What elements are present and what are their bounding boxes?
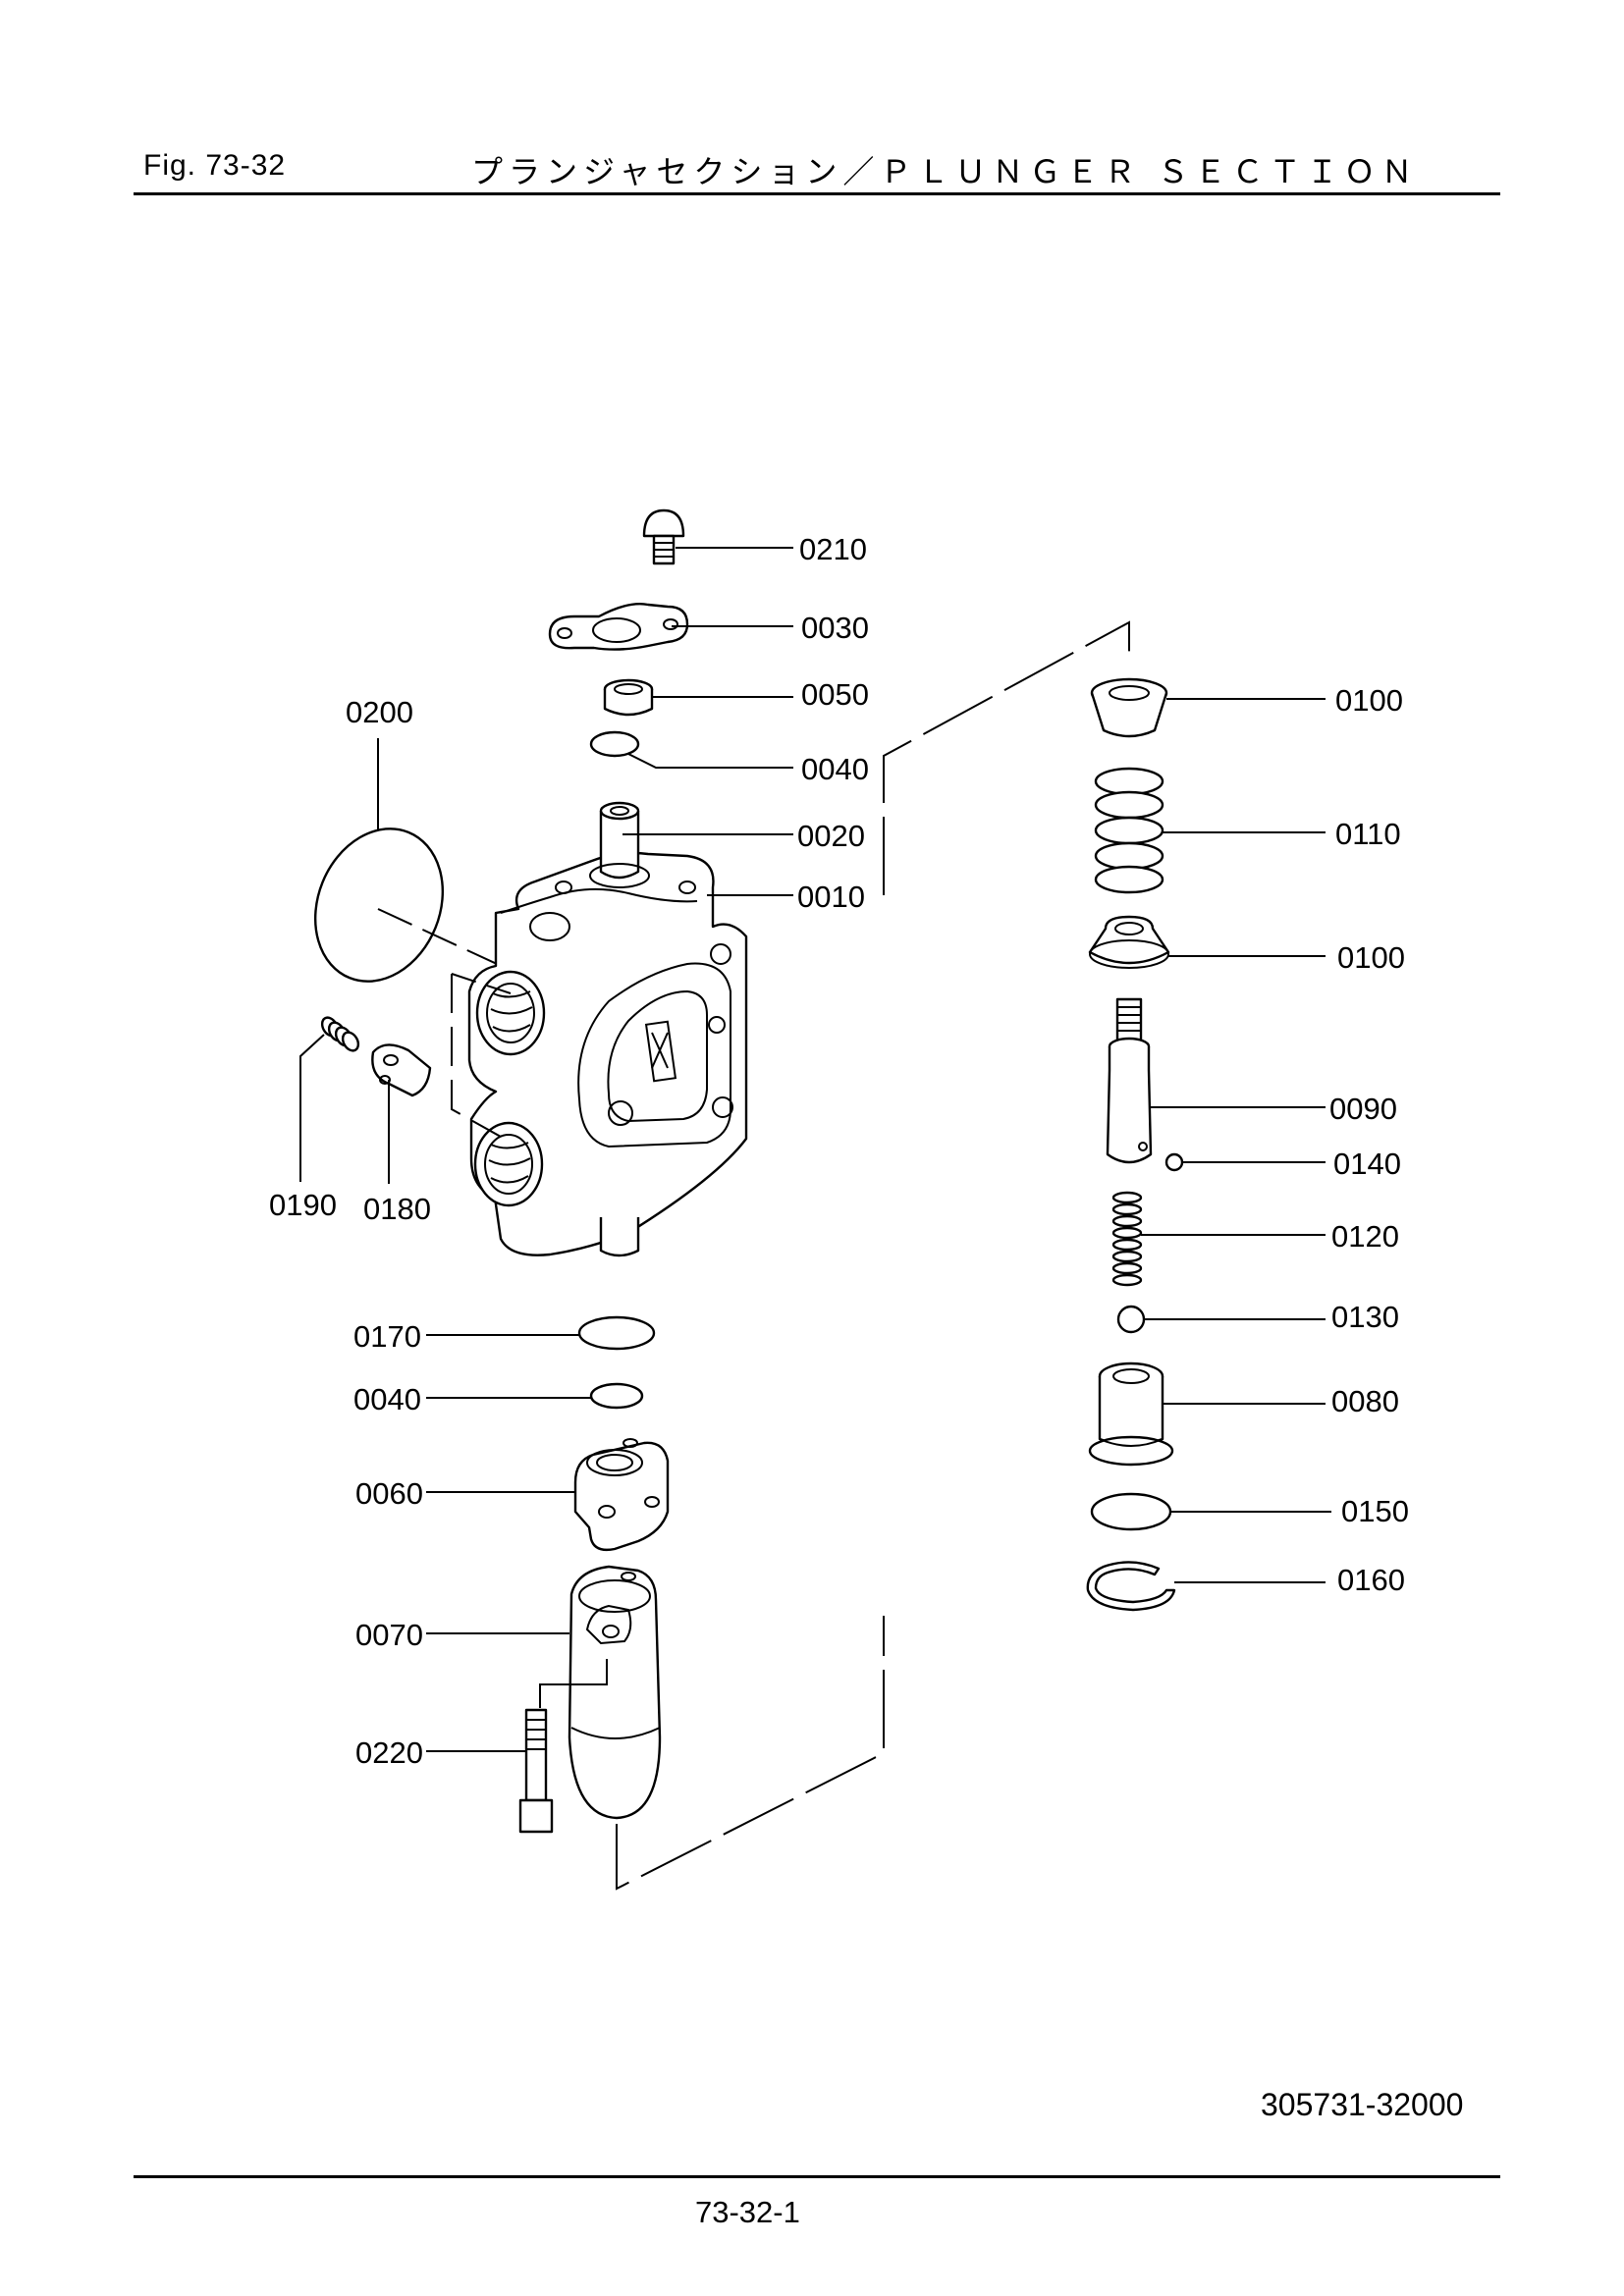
callout-0040-upper: 0040 — [801, 752, 869, 786]
callout-0130: 0130 — [1331, 1300, 1399, 1334]
callout-0040-lower: 0040 — [353, 1382, 421, 1416]
part-0160-snap-ring — [1086, 1561, 1176, 1612]
assembly-line-0220 — [539, 1659, 608, 1708]
part-0030-flange — [548, 603, 689, 651]
footer-rule — [134, 2175, 1500, 2178]
part-0140-ball — [1164, 1152, 1184, 1172]
assembly-line-0180 — [451, 974, 502, 1138]
callout-0110: 0110 — [1335, 817, 1401, 851]
part-0180-plug — [371, 1043, 432, 1097]
part-0070-housing — [568, 1565, 662, 1820]
section-bracket-upper — [883, 620, 1130, 895]
drawing-number: 305731-32000 — [1261, 2087, 1464, 2122]
part-0080-sleeve — [1088, 1362, 1174, 1467]
part-0170-oring — [577, 1315, 656, 1351]
section-bracket-lower — [616, 1616, 885, 1891]
callout-0080: 0080 — [1331, 1384, 1399, 1418]
callout-0050: 0050 — [801, 677, 869, 712]
part-0100-seat-lower — [1088, 915, 1170, 969]
callout-0190: 0190 — [269, 1188, 337, 1222]
callout-0100-lower: 0100 — [1337, 940, 1405, 975]
callout-0170: 0170 — [353, 1319, 421, 1354]
callout-0140: 0140 — [1333, 1147, 1401, 1181]
part-0190-spring — [320, 1016, 360, 1052]
callout-0100-upper: 0100 — [1335, 683, 1403, 718]
callout-0120: 0120 — [1331, 1219, 1399, 1254]
callout-0200: 0200 — [346, 695, 413, 729]
callout-0020: 0020 — [797, 819, 865, 853]
leader-0190 — [299, 1034, 325, 1182]
part-0040-oring-upper — [589, 730, 640, 758]
callout-0180: 0180 — [363, 1192, 431, 1226]
leader-0040-upper — [627, 753, 793, 769]
header-rule — [134, 192, 1500, 195]
page-title: プランジャセクション／ＰＬＵＮＧＥＲ ＳＥＣＴＩＯＮ — [471, 153, 1419, 190]
part-0130-ball — [1116, 1305, 1146, 1334]
part-0010-valve-body — [467, 801, 748, 1257]
part-0150-disc — [1090, 1492, 1172, 1531]
callout-0220: 0220 — [355, 1735, 423, 1770]
part-0100-seat-upper — [1090, 677, 1168, 738]
part-0050-bushing — [603, 678, 654, 717]
part-0200-oring-large — [313, 828, 445, 983]
callout-0160: 0160 — [1337, 1563, 1405, 1597]
part-0210-screw — [642, 508, 685, 565]
callout-0070: 0070 — [355, 1618, 423, 1652]
callout-0090: 0090 — [1329, 1092, 1397, 1126]
page-number: 73-32-1 — [695, 2195, 800, 2229]
callout-0010: 0010 — [797, 880, 865, 914]
callout-0030: 0030 — [801, 611, 869, 645]
part-0040-oring-lower — [589, 1382, 644, 1410]
callout-0150: 0150 — [1341, 1494, 1409, 1528]
assembly-line-0180-b — [451, 973, 512, 994]
part-0060-cap — [573, 1438, 670, 1552]
part-0220-bolt — [518, 1708, 554, 1834]
part-0110-spring — [1094, 767, 1164, 894]
figure-number: Fig. 73-32 — [143, 149, 287, 182]
part-0120-spring — [1111, 1191, 1143, 1287]
callout-0210: 0210 — [799, 532, 867, 566]
callout-0060: 0060 — [355, 1476, 423, 1511]
part-0090-poppet — [1106, 997, 1153, 1164]
